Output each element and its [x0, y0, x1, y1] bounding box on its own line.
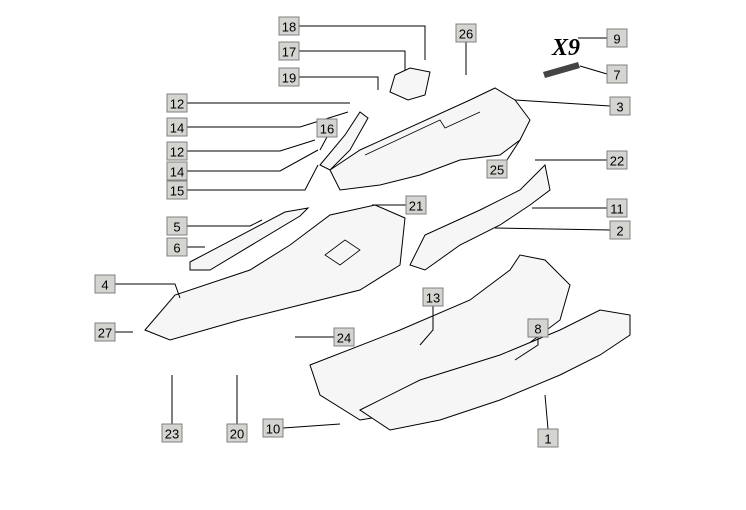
leader-line-14b: [187, 149, 319, 172]
leader-line-25: [506, 139, 521, 161]
callout-3[interactable]: 3: [609, 96, 631, 116]
callout-15[interactable]: 15: [166, 180, 188, 200]
callout-number: 18: [282, 20, 296, 35]
callout-number: 15: [170, 184, 184, 199]
callout-24[interactable]: 24: [333, 327, 355, 347]
callout-number: 6: [173, 241, 180, 256]
callout-14b[interactable]: 14: [166, 161, 188, 181]
leader-lines: [115, 25, 611, 430]
callout-number: 23: [165, 427, 179, 442]
callout-number: 24: [337, 331, 351, 346]
callout-7[interactable]: 7: [606, 64, 628, 84]
callout-number: 25: [490, 163, 504, 178]
callout-number: 27: [98, 326, 112, 341]
svg-text:X9: X9: [551, 35, 580, 61]
callout-16[interactable]: 16: [316, 118, 338, 138]
callout-number: 14: [170, 121, 184, 136]
callout-number: 12: [170, 97, 184, 112]
callout-number: 11: [610, 202, 624, 217]
callout-2[interactable]: 2: [609, 220, 631, 240]
callout-6[interactable]: 6: [166, 237, 188, 257]
callout-number: 16: [320, 122, 334, 137]
part-4-footrest-cover: [144, 204, 406, 341]
leader-line-10: [282, 423, 341, 429]
callout-number: 8: [534, 322, 541, 337]
callout-17[interactable]: 17: [278, 41, 300, 61]
callout-number: 3: [616, 100, 623, 115]
callout-number: 2: [616, 224, 623, 239]
leader-line-7: [579, 65, 608, 75]
callout-12a[interactable]: 12: [166, 93, 188, 113]
callout-20[interactable]: 20: [226, 423, 248, 443]
callout-25[interactable]: 25: [486, 159, 508, 179]
callout-19[interactable]: 19: [278, 67, 300, 87]
leader-line-18: [299, 25, 426, 60]
callout-number: 17: [282, 45, 296, 60]
callout-18[interactable]: 18: [278, 16, 300, 36]
leader-line-8: [514, 337, 539, 361]
callout-1[interactable]: 1: [537, 428, 559, 448]
callout-12b[interactable]: 12: [166, 141, 188, 161]
leader-line-15: [187, 164, 319, 191]
part-16-support: [319, 111, 369, 171]
callout-number: 14: [170, 165, 184, 180]
leader-line-14a: [187, 111, 349, 128]
leader-line-17: [299, 50, 406, 70]
leader-line-3: [514, 99, 611, 107]
callout-number: 5: [173, 220, 180, 235]
callout-22[interactable]: 22: [606, 150, 628, 170]
callout-5[interactable]: 5: [166, 216, 188, 236]
leader-line-13: [419, 306, 434, 346]
callout-10[interactable]: 10: [262, 418, 284, 438]
callout-number: 19: [282, 71, 296, 86]
callout-11[interactable]: 11: [606, 198, 628, 218]
leader-line-19: [299, 76, 379, 90]
callout-number: 13: [426, 291, 440, 306]
callout-23[interactable]: 23: [161, 423, 183, 443]
callout-14a[interactable]: 14: [166, 117, 188, 137]
callout-number: 1: [544, 432, 551, 447]
part-13-floor-panel: [309, 254, 571, 421]
leader-line-5: [187, 219, 263, 227]
callout-number: 9: [613, 32, 620, 47]
callout-number: 4: [101, 278, 108, 293]
leader-line-2: [494, 227, 611, 231]
callout-number: 26: [459, 27, 473, 42]
callout-number: 22: [610, 154, 624, 169]
leader-line-16: [319, 136, 328, 151]
part-1-lower-side-cover: [359, 309, 631, 431]
callout-4[interactable]: 4: [94, 274, 116, 294]
callout-27[interactable]: 27: [94, 322, 116, 342]
logo-x9: X9: [543, 35, 580, 78]
callout-number: 20: [230, 427, 244, 442]
callout-21[interactable]: 21: [405, 195, 427, 215]
leader-line-12b: [187, 139, 316, 152]
callout-8[interactable]: 8: [527, 318, 549, 338]
callout-number: 21: [409, 199, 423, 214]
callout-13[interactable]: 13: [422, 287, 444, 307]
part-17-bracket: [389, 67, 431, 101]
callout-26[interactable]: 26: [455, 23, 477, 43]
part-5-strip: [189, 207, 310, 271]
callout-9[interactable]: 9: [606, 28, 628, 48]
part-2-side-cover: [409, 163, 551, 271]
callout-number: 7: [613, 68, 620, 83]
leader-line-1: [544, 394, 549, 430]
leader-line-4: [115, 283, 181, 299]
callout-number: 10: [266, 422, 280, 437]
callout-number: 12: [170, 145, 184, 160]
